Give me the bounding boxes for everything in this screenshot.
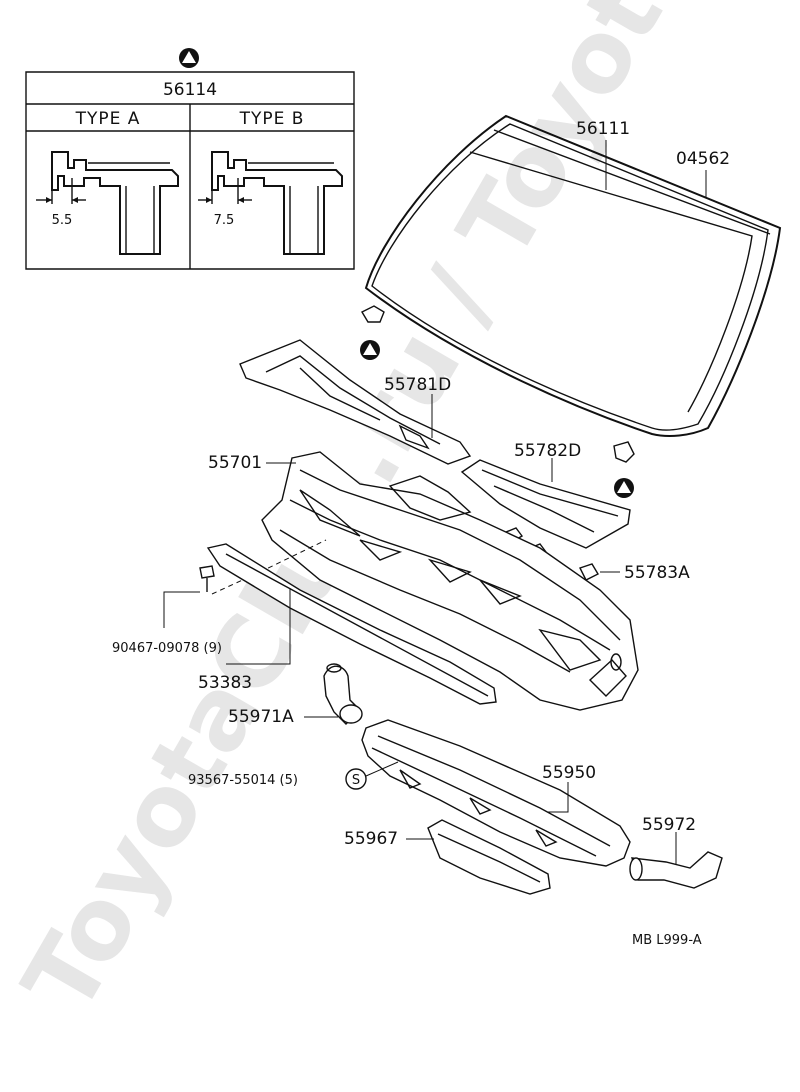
label-04562: 04562 bbox=[676, 149, 730, 169]
label-56111: 56111 bbox=[576, 119, 630, 139]
label-55971a: 55971A bbox=[228, 707, 294, 727]
inset-box: 56114 TYPE A TYPE B 5.5 bbox=[26, 48, 354, 269]
marker-right-icon bbox=[614, 478, 634, 498]
label-55781d: 55781D bbox=[384, 375, 451, 395]
label-53383: 53383 bbox=[198, 673, 252, 693]
clip-type-a-drawing bbox=[36, 152, 178, 254]
clip-right bbox=[614, 442, 634, 462]
type-a-label: TYPE A bbox=[75, 109, 141, 129]
type-a-dimension: 5.5 bbox=[52, 213, 73, 228]
cowl-panel-drawing bbox=[262, 452, 638, 710]
clip-type-b-drawing bbox=[198, 152, 342, 254]
marker-left-icon bbox=[360, 340, 380, 360]
screw-symbol-icon bbox=[346, 769, 366, 789]
duct-hose-drawing bbox=[324, 664, 362, 724]
cowl-louver-rh-drawing bbox=[240, 340, 470, 464]
label-55701: 55701 bbox=[208, 453, 262, 473]
nozzle-small-drawing bbox=[428, 820, 550, 894]
bolt-drawing bbox=[200, 566, 214, 592]
inset-marker-icon bbox=[179, 48, 199, 68]
screw-symbol-label: S bbox=[352, 773, 360, 788]
diagram-code: MB L999-A bbox=[632, 933, 702, 948]
label-55782d: 55782D bbox=[514, 441, 581, 461]
label-93567: 93567-55014 (5) bbox=[188, 773, 298, 788]
windshield-drawing bbox=[366, 116, 780, 436]
cowl-louver-lh-drawing bbox=[462, 460, 630, 548]
clip-left bbox=[362, 306, 384, 322]
type-b-label: TYPE B bbox=[239, 109, 305, 129]
defroster-nozzle-drawing bbox=[362, 720, 630, 866]
label-90467: 90467-09078 (9) bbox=[112, 641, 222, 656]
label-55972: 55972 bbox=[642, 815, 696, 835]
label-55950: 55950 bbox=[542, 763, 596, 783]
type-b-dimension: 7.5 bbox=[214, 213, 235, 228]
label-55783a: 55783A bbox=[624, 563, 690, 583]
inset-part-number: 56114 bbox=[163, 80, 217, 100]
label-55967: 55967 bbox=[344, 829, 398, 849]
duct-drawing bbox=[630, 852, 722, 888]
